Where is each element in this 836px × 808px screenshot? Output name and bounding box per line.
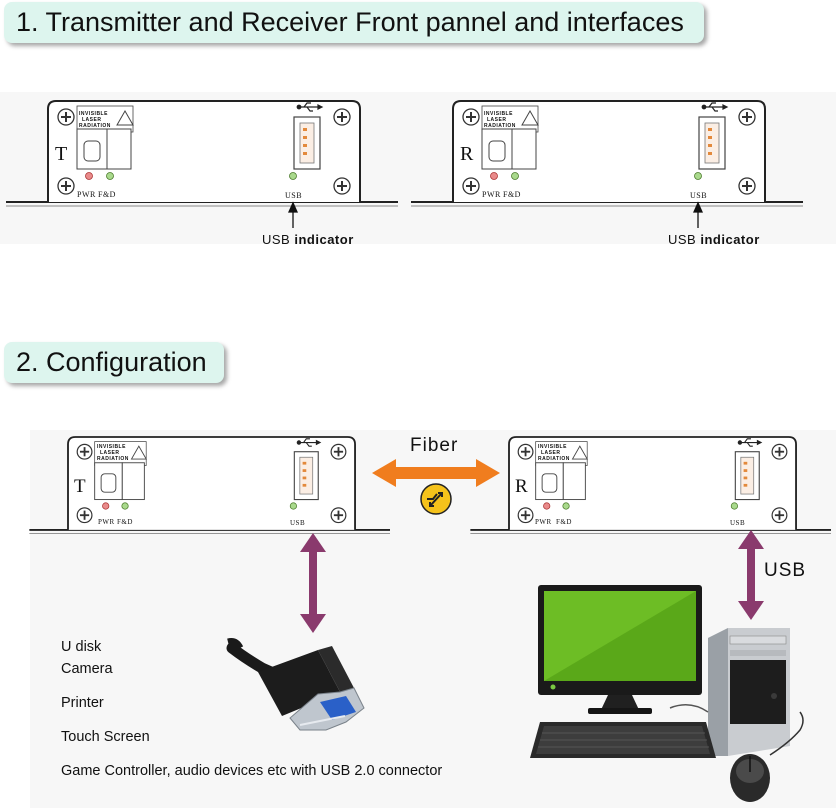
config-rx-pwr-label: PWR <box>535 518 552 526</box>
usb-indicator-label-tx: USB indicator <box>262 232 354 247</box>
tx-pwr-label: PWR <box>77 190 96 199</box>
config-rx-laser-warning-2: LASER <box>541 450 561 456</box>
usb-indicator-suffix: indicator <box>294 232 354 247</box>
computer-tower <box>708 628 790 756</box>
rx-fd-label: F&D <box>503 190 521 199</box>
usb-indicator-suffix: indicator <box>700 232 760 247</box>
config-tx-laser-warning-3: RADIATION <box>97 456 129 462</box>
config-transmitter-letter: T <box>74 476 87 497</box>
rx-usb-port-label: USB <box>690 191 708 200</box>
config-tx-laser-warning-2: LASER <box>100 450 120 456</box>
config-tx-laser-warning-1: INVISIBLE <box>97 444 126 450</box>
tx-usb-port-label: USB <box>285 191 303 200</box>
transmitter-letter: T <box>55 143 68 165</box>
config-tx-usb-port-label: USB <box>290 519 306 527</box>
usb-flash-connector <box>226 638 365 731</box>
fiber-lightning-icon <box>420 483 452 515</box>
monitor-cable <box>669 704 709 713</box>
usb-indicator-prefix: USB <box>668 232 697 247</box>
fiber-link-arrow <box>372 459 500 487</box>
section1-heading: 1. Transmitter and Receiver Front pannel… <box>4 2 704 43</box>
tx-laser-warning-3: RADIATION <box>79 123 111 129</box>
usb-link-arrow-rx <box>738 530 764 620</box>
config-rx-fd-label: F&D <box>556 518 572 526</box>
usb-indicator-prefix: USB <box>262 232 291 247</box>
device-list-item-udisk: U disk <box>61 639 102 655</box>
usb-indicator-pointer-tx <box>287 201 299 228</box>
tx-laser-warning-1: INVISIBLE <box>79 111 108 117</box>
computer-monitor <box>538 585 702 714</box>
config-rx-usb-port-label: USB <box>730 519 746 527</box>
device-list-item-touch-screen: Touch Screen <box>61 729 150 745</box>
device-list-item-camera: Camera <box>61 661 113 677</box>
config-receiver-letter: R <box>515 476 529 497</box>
computer-keyboard <box>530 722 716 758</box>
usb-link-label: USB <box>764 560 807 581</box>
section2-heading: 2. Configuration <box>4 342 224 383</box>
config-tx-fd-label: F&D <box>117 518 133 526</box>
rx-laser-warning-3: RADIATION <box>484 123 516 129</box>
receiver-letter: R <box>460 143 474 165</box>
device-list-item-printer: Printer <box>61 695 104 711</box>
computer-mouse <box>730 711 804 802</box>
config-rx-laser-warning-3: RADIATION <box>538 456 570 462</box>
config-rx-laser-warning-1: INVISIBLE <box>538 444 567 450</box>
tx-laser-warning-2: LASER <box>82 117 102 123</box>
fiber-label: Fiber <box>410 435 459 456</box>
tx-fd-label: F&D <box>98 190 116 199</box>
device-list-item-game-controller: Game Controller, audio devices etc with … <box>61 763 443 779</box>
usb-link-arrow-tx <box>300 533 326 633</box>
usb-indicator-pointer-rx <box>692 201 704 228</box>
config-tx-pwr-label: PWR <box>98 518 115 526</box>
rx-laser-warning-2: LASER <box>487 117 507 123</box>
rx-pwr-label: PWR <box>482 190 501 199</box>
rx-laser-warning-1: INVISIBLE <box>484 111 513 117</box>
usb-indicator-label-rx: USB indicator <box>668 232 760 247</box>
